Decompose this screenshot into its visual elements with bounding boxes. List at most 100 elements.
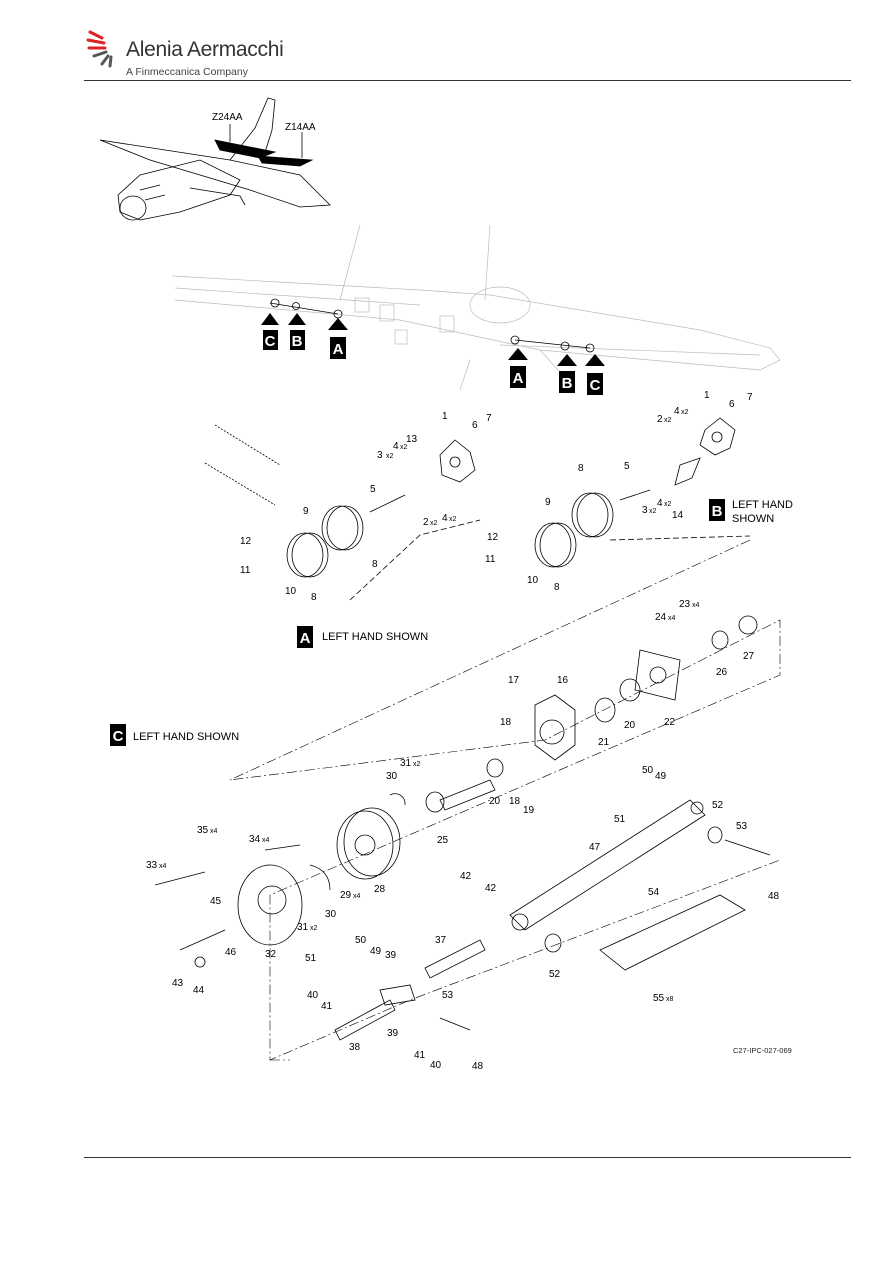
part-label: 31 <box>400 758 412 769</box>
part-label: 44 <box>193 985 205 996</box>
part-label: 10 <box>285 586 297 597</box>
aircraft-locator-illustration <box>99 97 331 221</box>
part-label: 45 <box>210 896 222 907</box>
part-label: 32 <box>265 949 277 960</box>
detail-c-note: C LEFT HAND SHOWN <box>110 724 239 746</box>
part-label: 9 <box>545 497 551 508</box>
svg-text:B: B <box>292 333 303 350</box>
part-label: 20 <box>489 796 501 807</box>
part-label: 30 <box>386 771 398 782</box>
part-label: 12 <box>240 536 252 547</box>
svg-text:B: B <box>712 503 723 520</box>
callout-b-left: B <box>288 313 306 350</box>
brand-name: Alenia Aermacchi <box>126 38 284 61</box>
part-label: 21 <box>598 737 610 748</box>
part-label: 12 <box>487 532 499 543</box>
part-label: 41 <box>414 1050 426 1061</box>
part-label: 41 <box>321 1001 333 1012</box>
part-label: 8 <box>554 582 560 593</box>
svg-text:x2: x2 <box>664 501 672 508</box>
part-label: 5 <box>370 484 376 495</box>
part-label: 29 <box>340 890 352 901</box>
svg-text:x2: x2 <box>449 516 457 523</box>
detail-b-note: B LEFT HAND SHOWN <box>709 499 793 525</box>
part-label: 1 <box>442 411 448 422</box>
wing-phantom-outline <box>171 224 781 391</box>
part-label: 50 <box>355 935 367 946</box>
part-label: 51 <box>305 953 317 964</box>
part-label: 1 <box>704 390 710 401</box>
part-label: 3 <box>377 450 383 461</box>
part-label: 35 <box>197 825 209 836</box>
part-label: 42 <box>485 883 497 894</box>
part-label: 48 <box>768 891 780 902</box>
svg-text:C: C <box>590 377 601 394</box>
part-label: 51 <box>614 814 626 825</box>
part-label: 39 <box>387 1028 399 1039</box>
part-label: 26 <box>716 667 728 678</box>
svg-text:x2: x2 <box>400 444 408 451</box>
callout-a-right: A <box>508 348 528 388</box>
part-label: 5 <box>624 461 630 472</box>
svg-text:SHOWN: SHOWN <box>732 513 774 525</box>
part-label: 19 <box>523 805 535 816</box>
part-label: 23 <box>679 599 691 610</box>
part-label: 49 <box>655 771 667 782</box>
svg-text:LEFT HAND SHOWN: LEFT HAND SHOWN <box>133 731 239 743</box>
part-label: 31 <box>297 922 309 933</box>
part-label: 42 <box>460 871 472 882</box>
callout-c-left: C <box>261 313 279 350</box>
part-label: 46 <box>225 947 237 958</box>
part-label: 2 <box>657 414 663 425</box>
svg-text:x4: x4 <box>692 602 700 609</box>
cable-run <box>269 298 595 353</box>
svg-text:x2: x2 <box>430 520 438 527</box>
part-label: 39 <box>385 950 397 961</box>
part-label: 52 <box>712 800 724 811</box>
part-label: 43 <box>172 978 184 989</box>
svg-text:x2: x2 <box>386 453 394 460</box>
svg-text:B: B <box>562 375 573 392</box>
part-label: 7 <box>747 392 753 403</box>
part-label: 50 <box>642 765 654 776</box>
zone-left-label: Z24AA <box>212 112 243 123</box>
part-label: 24 <box>655 612 667 623</box>
part-label: 8 <box>372 559 378 570</box>
part-label: 4 <box>674 406 680 417</box>
brand-tagline: A Finmeccanica Company <box>126 66 248 78</box>
part-label: 34 <box>249 834 261 845</box>
part-label: 52 <box>549 969 561 980</box>
part-label: 4 <box>393 441 399 452</box>
part-label: 13 <box>406 434 418 445</box>
part-label: 47 <box>589 842 601 853</box>
detail-a-note: A LEFT HAND SHOWN <box>297 626 428 648</box>
zone-right-label: Z14AA <box>285 122 316 133</box>
part-label: 53 <box>442 990 454 1001</box>
part-label: 53 <box>736 821 748 832</box>
callout-a-left: A <box>328 318 348 359</box>
part-label: 27 <box>743 651 755 662</box>
part-label: 6 <box>472 420 478 431</box>
alenia-logo-icon <box>86 30 113 68</box>
part-label: 9 <box>303 506 309 517</box>
part-label: 40 <box>307 990 319 1001</box>
svg-text:A: A <box>513 370 524 387</box>
document-header: Alenia Aermacchi A Finmeccanica Company <box>0 0 893 85</box>
svg-text:A: A <box>300 630 311 647</box>
svg-text:x2: x2 <box>649 508 657 515</box>
svg-text:C: C <box>265 333 276 350</box>
part-label: 20 <box>624 720 636 731</box>
detail-c-boundary <box>229 539 781 1061</box>
pulley-details <box>204 417 751 601</box>
callout-markers: C B A A B C <box>261 313 605 395</box>
part-label: 6 <box>729 399 735 410</box>
svg-text:C: C <box>113 728 124 745</box>
svg-text:x2: x2 <box>413 761 421 768</box>
part-label: 49 <box>370 946 382 957</box>
part-label: 11 <box>240 565 251 576</box>
part-label: 33 <box>146 860 158 871</box>
part-label: 38 <box>349 1042 361 1053</box>
part-label: 4 <box>442 513 448 524</box>
part-label: 55 <box>653 993 665 1004</box>
